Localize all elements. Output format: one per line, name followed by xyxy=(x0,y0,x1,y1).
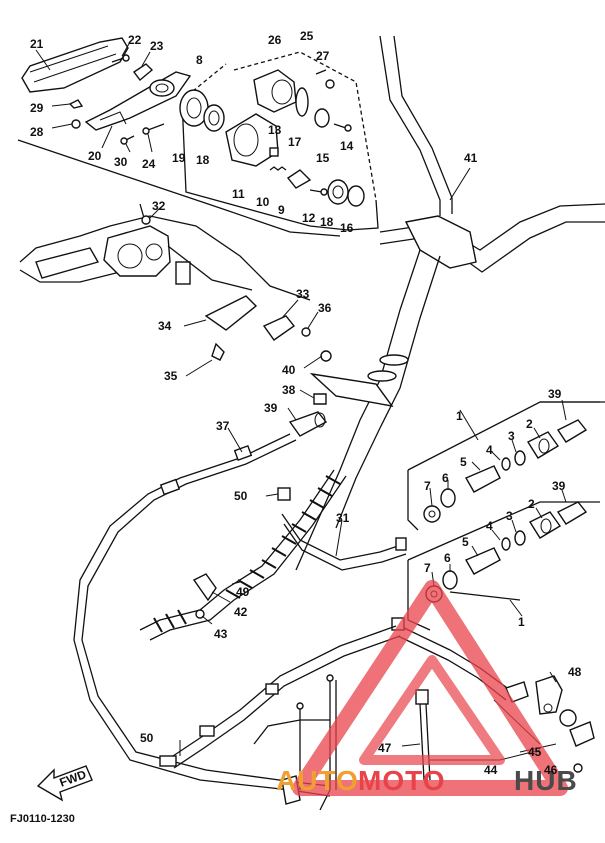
part-label: 2 xyxy=(528,497,535,511)
part-label: 17 xyxy=(288,135,302,149)
throttle-cable-37 xyxy=(73,427,331,797)
handlebar-right xyxy=(295,35,605,571)
part-label: 14 xyxy=(340,139,354,153)
part-label: 16 xyxy=(340,221,354,235)
part-label: 40 xyxy=(282,363,296,377)
part-label: 34 xyxy=(158,319,172,333)
part-label: 35 xyxy=(164,369,178,383)
part-label: 6 xyxy=(444,551,451,565)
part-label: 45 xyxy=(528,745,542,759)
part-label: 50 xyxy=(234,489,248,503)
part-label: 18 xyxy=(320,215,334,229)
sleeve-50a xyxy=(277,487,291,501)
part-label: 7 xyxy=(424,561,431,575)
part-label: 5 xyxy=(460,455,467,469)
part-label: 25 xyxy=(300,29,314,43)
part-label: 9 xyxy=(278,203,285,217)
part-label: 1 xyxy=(456,409,463,423)
part-label: 49 xyxy=(236,585,250,599)
bracket-parts xyxy=(287,350,394,437)
throttle-assembly-box xyxy=(179,51,379,231)
left-switch-assembly xyxy=(21,37,192,153)
part-label: 4 xyxy=(486,443,493,457)
part-label: 20 xyxy=(88,149,102,163)
watermark: AUTO MOTO HUB xyxy=(276,580,578,796)
watermark-hub: HUB xyxy=(514,765,578,796)
part-label: 32 xyxy=(152,199,166,213)
part-label: 36 xyxy=(318,301,332,315)
part-label: 11 xyxy=(232,187,245,201)
part-label: 48 xyxy=(568,665,582,679)
part-label: 23 xyxy=(150,39,164,53)
drawing-code: FJ0110-1230 xyxy=(10,813,75,825)
part-label: 38 xyxy=(282,383,296,397)
part-label: 41 xyxy=(464,151,478,165)
part-label: 3 xyxy=(508,429,515,443)
part-label: 29 xyxy=(30,101,44,115)
part-label: 10 xyxy=(256,195,270,209)
fwd-arrow: FWD xyxy=(36,765,93,802)
part-label: 46 xyxy=(544,763,558,777)
part-label: 30 xyxy=(114,155,128,169)
part-label: 1 xyxy=(518,615,525,629)
part-label: 31 xyxy=(336,511,350,525)
part-label: 42 xyxy=(234,605,248,619)
part-label: 28 xyxy=(30,125,44,139)
part-label: 26 xyxy=(268,33,282,47)
cable-guides xyxy=(183,295,319,377)
part-label: 39 xyxy=(552,479,566,493)
part-label: 33 xyxy=(296,287,310,301)
part-label: 18 xyxy=(196,153,210,167)
part-label: 22 xyxy=(128,33,142,47)
watermark-moto: MOTO xyxy=(358,765,445,796)
part-label: 5 xyxy=(462,535,469,549)
cable-31 xyxy=(281,513,407,571)
part-label: 2 xyxy=(526,417,533,431)
part-label: 50 xyxy=(140,731,154,745)
watermark-auto: AUTO xyxy=(276,765,359,796)
part-label: 13 xyxy=(268,123,282,137)
part-label: 15 xyxy=(316,151,330,165)
part-labels: 21 22 23 8 26 25 27 29 28 20 30 24 19 18… xyxy=(30,29,582,777)
part-label: 44 xyxy=(484,763,498,777)
lower-left-switch xyxy=(19,203,311,301)
part-label: 37 xyxy=(216,419,230,433)
part-label: 6 xyxy=(442,471,449,485)
part-label: 19 xyxy=(172,151,186,165)
part-label: 8 xyxy=(196,53,203,67)
part-label: 7 xyxy=(424,479,431,493)
part-label: 39 xyxy=(264,401,278,415)
adjuster-kit-upper xyxy=(407,399,605,531)
part-label: 3 xyxy=(506,509,513,523)
part-label: 4 xyxy=(486,519,493,533)
part-label: 12 xyxy=(302,211,316,225)
part-label: 21 xyxy=(30,37,44,51)
spiral-cover-49 xyxy=(139,469,347,641)
part-label: 43 xyxy=(214,627,228,641)
part-label: 27 xyxy=(316,49,330,63)
handlebar-upper-line xyxy=(17,139,341,237)
part-label: 47 xyxy=(378,741,392,755)
part-label: 24 xyxy=(142,157,156,171)
part-label: 39 xyxy=(548,387,562,401)
